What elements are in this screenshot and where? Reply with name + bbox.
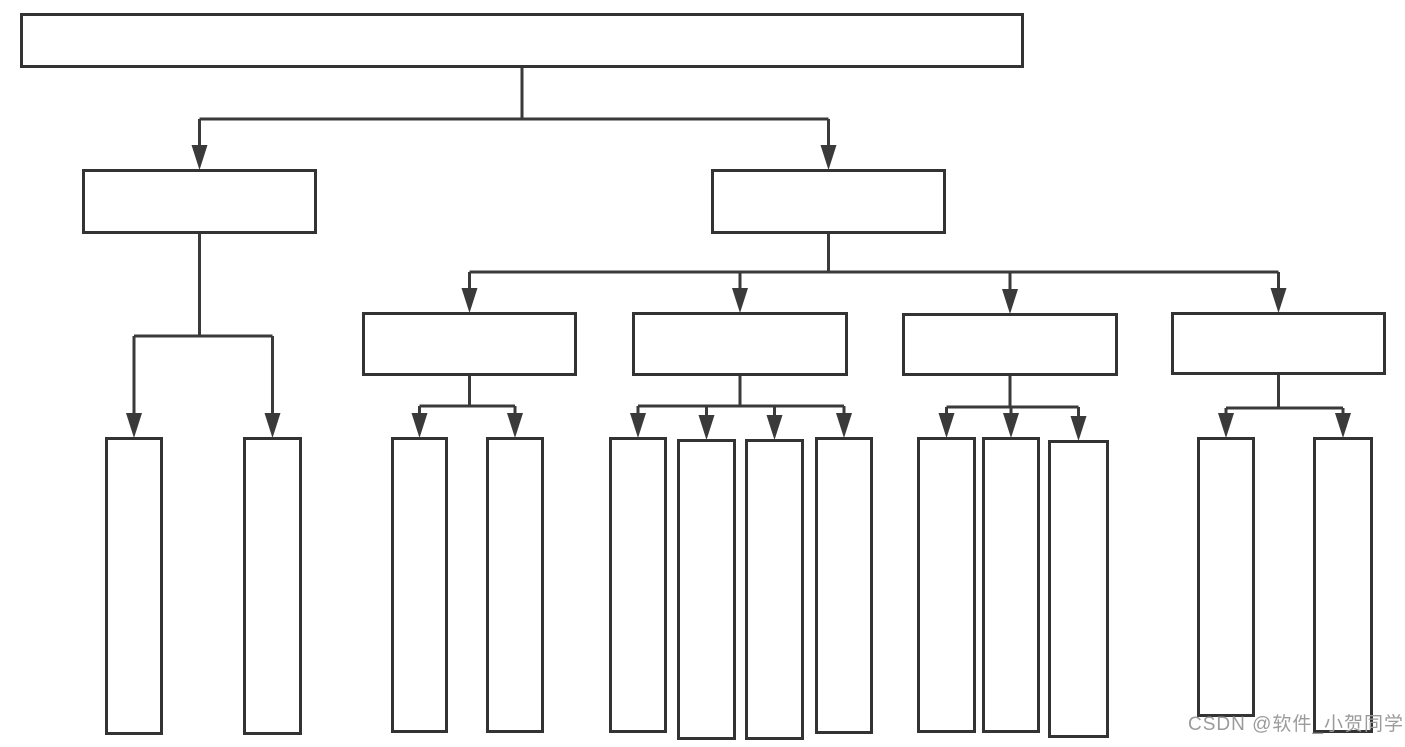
node-new-book-rec bbox=[362, 312, 577, 376]
node-edit-books bbox=[745, 439, 804, 740]
node-book-borrow bbox=[632, 312, 848, 376]
node-borrow-records bbox=[1171, 312, 1386, 375]
node-logout-leaf bbox=[243, 437, 302, 735]
csdn-watermark: CSDN @软件_小贺同学 bbox=[1188, 714, 1404, 735]
node-query-books-3 bbox=[917, 437, 976, 733]
node-query-books-1 bbox=[391, 437, 448, 733]
node-user-login bbox=[82, 169, 317, 234]
node-borrow-books-1 bbox=[486, 437, 544, 733]
node-query-books-2 bbox=[609, 437, 667, 733]
node-root bbox=[20, 13, 1024, 68]
node-current-borrow bbox=[902, 313, 1118, 376]
node-confirm-return bbox=[1048, 440, 1109, 738]
node-return-books bbox=[982, 437, 1040, 733]
node-borrow-books-2 bbox=[815, 437, 873, 734]
node-query-borrow-record bbox=[1313, 437, 1373, 733]
node-add-books bbox=[677, 439, 736, 740]
node-add-borrow-record bbox=[1197, 437, 1255, 717]
node-book-mgmt bbox=[711, 169, 946, 234]
node-login-leaf bbox=[105, 437, 163, 735]
